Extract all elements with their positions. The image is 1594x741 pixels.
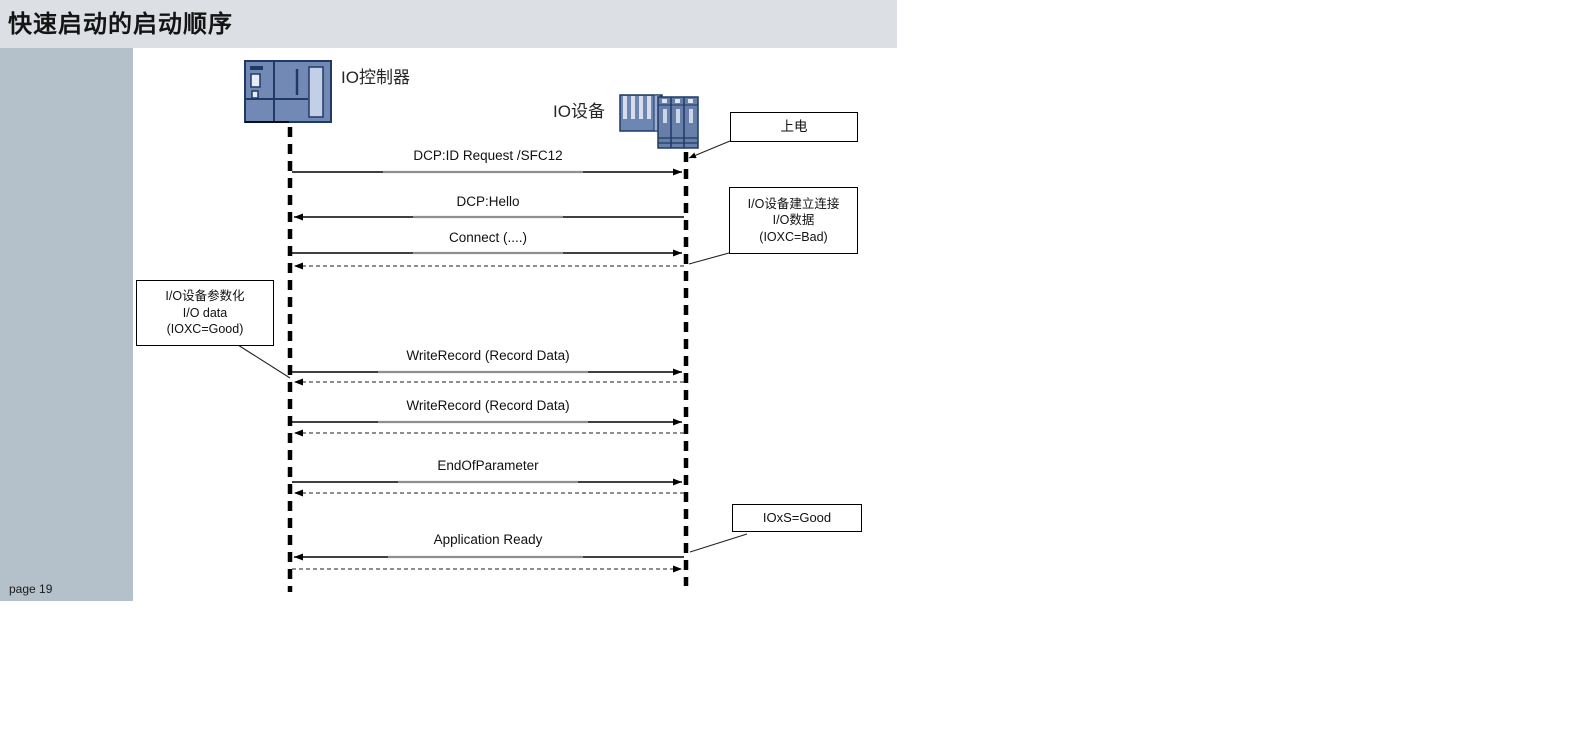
callout-device-param-line3: (IOXC=Good) xyxy=(166,322,244,337)
message-label-dcp-id-request: DCP:ID Request /SFC12 xyxy=(413,148,563,163)
sidebar: page 19 xyxy=(0,48,133,601)
message-label-writerecord-2: WriteRecord (Record Data) xyxy=(406,398,570,413)
callout-connectors xyxy=(237,140,748,553)
sequence-diagram: IO控制器 IO设备 DCP:ID Request /SFC12 DCP:Hel… xyxy=(133,48,893,601)
connector-device-connect xyxy=(688,252,730,265)
callout-device-param: I/O设备参数化 I/O data (IOXC=Good) xyxy=(136,280,274,346)
callout-ioxs-good-text: IOxS=Good xyxy=(762,509,832,525)
label-underlines xyxy=(378,170,588,559)
connector-ioxs-good xyxy=(689,533,748,553)
page-title: 快速启动的启动顺序 xyxy=(8,11,233,38)
callout-device-connect-line3: (IOXC=Bad) xyxy=(759,229,828,244)
callout-ioxs-good: IOxS=Good xyxy=(732,504,862,532)
message-label-connect: Connect (....) xyxy=(448,230,528,245)
connector-device-param xyxy=(237,344,291,379)
message-label-application-ready: Application Ready xyxy=(433,532,543,547)
io-device-icon xyxy=(619,94,699,149)
callout-device-connect-line2: I/O数据 xyxy=(772,213,815,228)
connector-power-on xyxy=(688,140,731,159)
message-label-writerecord-1: WriteRecord (Record Data) xyxy=(406,348,570,363)
diagram-canvas xyxy=(237,60,748,592)
actor-label-device: IO设备 xyxy=(553,102,605,121)
actor-label-controller: IO控制器 xyxy=(341,68,410,87)
callout-device-connect: I/O设备建立连接 I/O数据 (IOXC=Bad) xyxy=(729,187,858,254)
callout-device-connect-line1: I/O设备建立连接 xyxy=(747,196,840,211)
title-bar: 快速启动的启动顺序 xyxy=(0,0,897,48)
callout-device-param-line1: I/O设备参数化 xyxy=(165,289,245,304)
callout-power-on: 上电 xyxy=(730,112,858,142)
io-controller-icon xyxy=(244,60,332,123)
message-label-endofparameter: EndOfParameter xyxy=(437,458,539,473)
message-label-dcp-hello: DCP:Hello xyxy=(456,194,520,209)
callout-device-param-line2: I/O data xyxy=(182,305,228,320)
page-number: page 19 xyxy=(9,582,53,596)
callout-power-on-text: 上电 xyxy=(780,118,808,134)
